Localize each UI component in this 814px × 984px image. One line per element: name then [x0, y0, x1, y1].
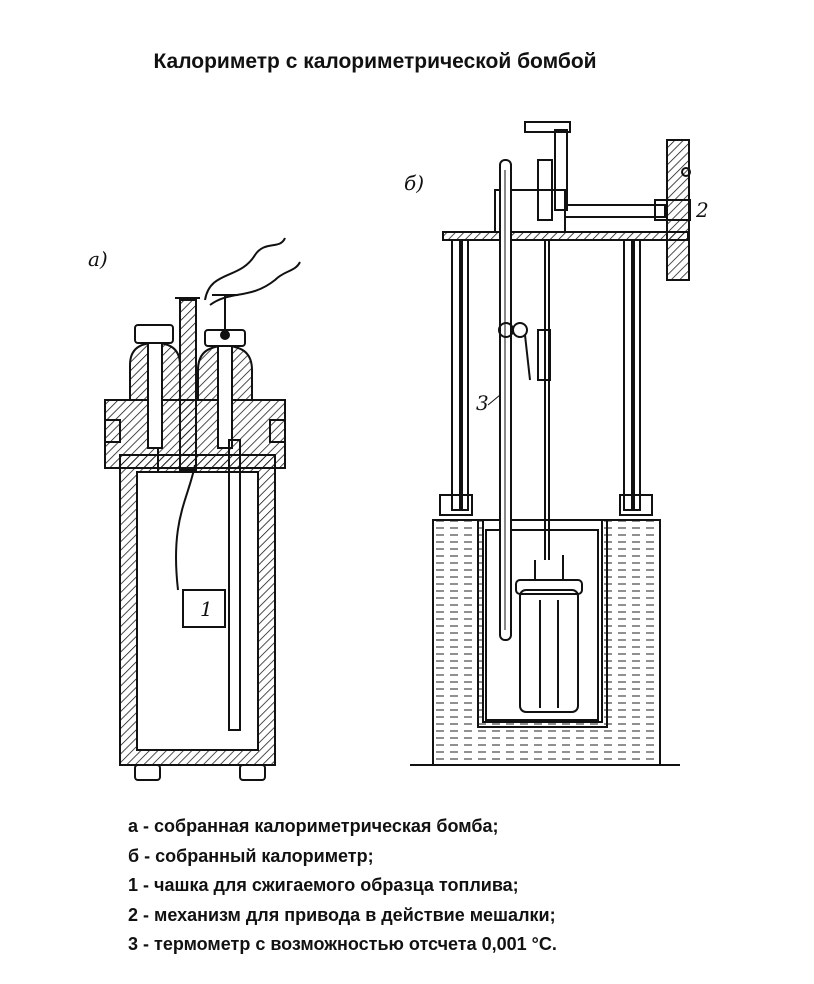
label-a: а) [88, 247, 108, 271]
legend-item-1: 1 - чашка для сжигаемого образца топлива… [128, 875, 519, 895]
diagram-title: Калориметр с калориметрической бомбой [153, 50, 597, 73]
label-2: 2 [695, 198, 709, 222]
stirrer-drive-mechanism [666, 139, 690, 281]
label-b: б) [404, 171, 424, 195]
label-3: 3 [476, 391, 489, 415]
assembled-calorimeter: б) 2 [404, 121, 709, 766]
sample-cup [182, 589, 226, 628]
label-1: 1 [200, 597, 213, 621]
legend: а - собранная калориметрическая бомба; б… [128, 812, 557, 960]
legend-item-b: б - собранный калориметр; [128, 845, 374, 866]
legend-item-3: 3 - термометр с возможностью отсчета 0,0… [128, 934, 557, 954]
legend-item-2: 2 - механизм для привода в действие меша… [128, 904, 556, 925]
legend-item-a: а - собранная калориметрическая бомба; [128, 816, 499, 836]
calorimetric-bomb: а) 1 [88, 237, 301, 781]
thermometer [498, 159, 531, 641]
